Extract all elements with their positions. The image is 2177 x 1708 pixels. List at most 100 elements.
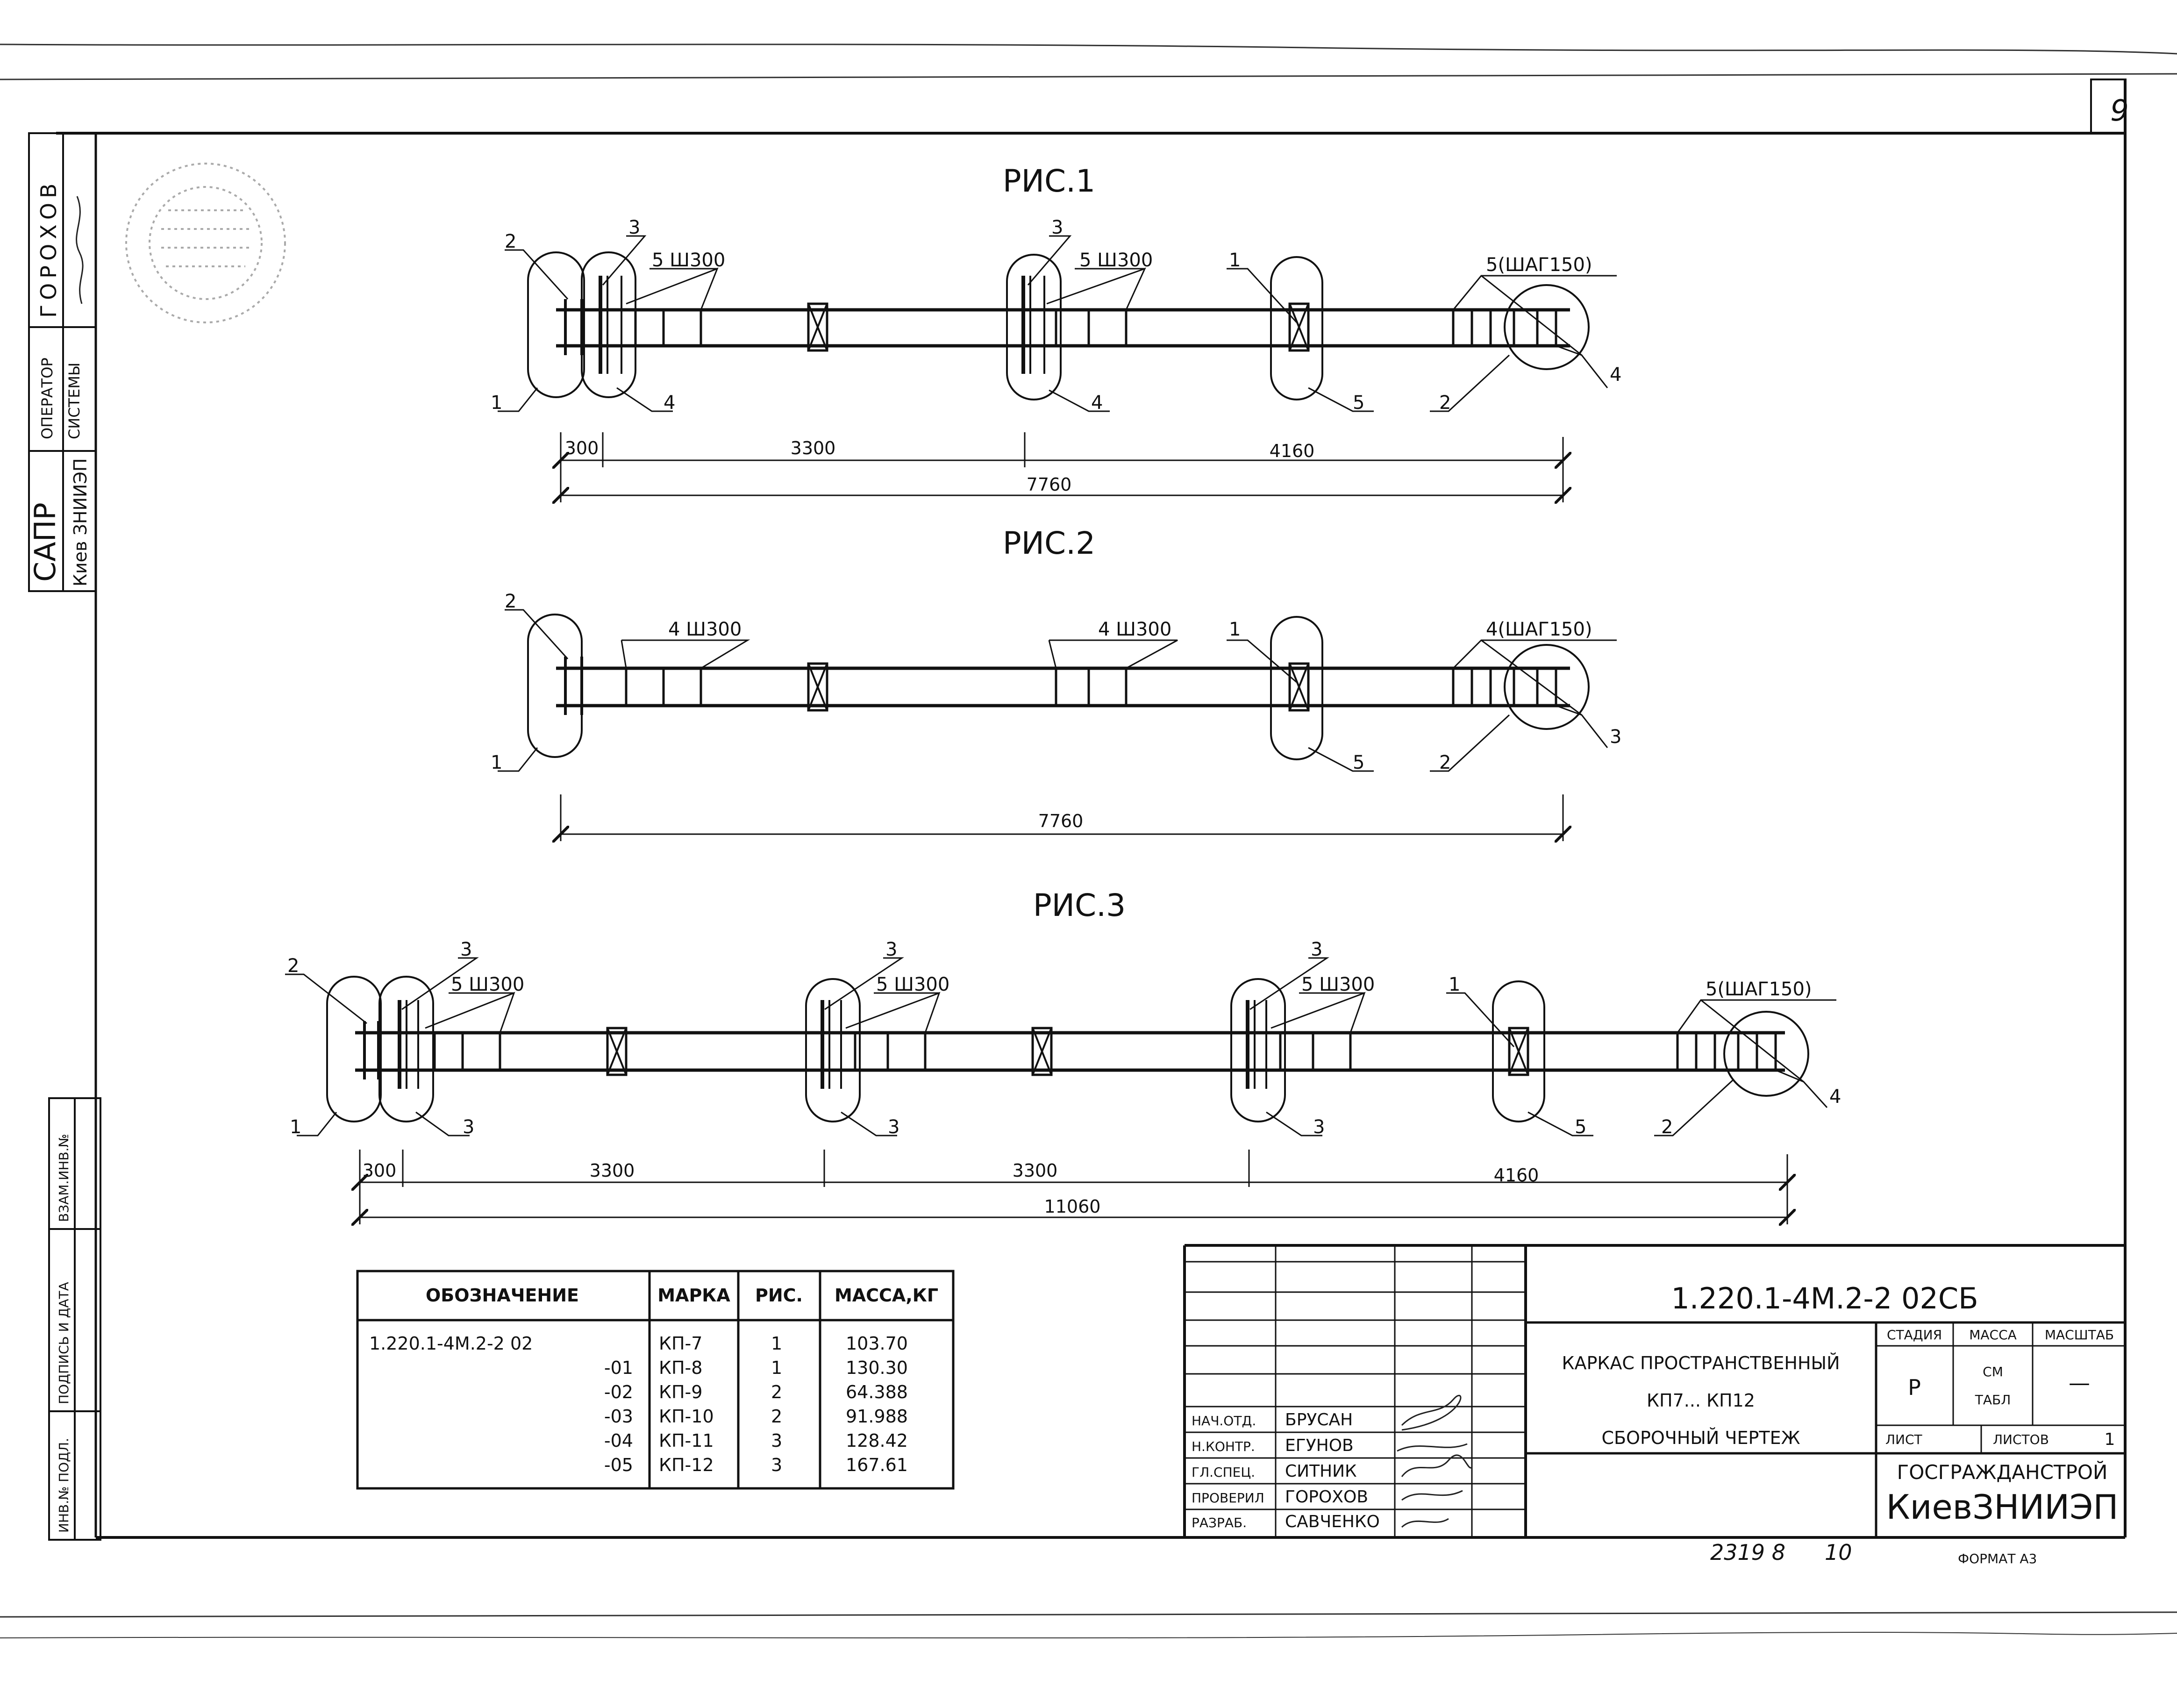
fig1-dim: 3300 (791, 438, 836, 458)
title-block (1183, 1244, 2125, 1537)
figure-1 (498, 235, 1617, 502)
fig3-label: 5 Ш300 (451, 974, 524, 995)
scale-header: МАСШТАБ (2045, 1327, 2114, 1343)
fig3-dim: 11060 (1044, 1196, 1101, 1217)
role-name: СИТНИК (1285, 1462, 1357, 1481)
spec-cell: 103.70 (846, 1333, 908, 1354)
fig2-label: 3 (1610, 726, 1621, 748)
spec-cell: 2 (771, 1406, 782, 1427)
fig3-dim: 4160 (1494, 1165, 1539, 1186)
role-name: ГОРОХОВ (1285, 1487, 1368, 1507)
kiev-label: Киев ЗНИИЭП (70, 458, 91, 586)
spec-cell: КП-12 (659, 1455, 714, 1475)
spec-cell: -05 (604, 1455, 633, 1475)
fig3-label: 2 (1661, 1116, 1673, 1138)
fig2-label: 1 (1229, 619, 1241, 640)
figure-2-title: РИС.2 (1003, 525, 1095, 561)
fig3-label: 4 (1829, 1086, 1841, 1108)
mass-header: МАССА (1969, 1327, 2017, 1343)
fig3-dim: 300 (363, 1160, 397, 1181)
system-label: СИСТЕМЫ (65, 363, 83, 439)
scale-value: — (2069, 1370, 2090, 1395)
fig1-label: 5 Ш300 (1079, 250, 1153, 271)
fig1-label: 2 (1439, 392, 1451, 414)
spec-cell: -01 (604, 1358, 633, 1378)
doc-name-line1: КАРКАС ПРОСТРАНСТВЕННЫЙ (1562, 1353, 1840, 1373)
figure-1-title: РИС.1 (1003, 163, 1095, 199)
sign-date-label: ПОДПИСЬ И ДАТА (56, 1282, 71, 1404)
operator-name: ГОРОХОВ (36, 179, 61, 318)
spec-cell: 2 (771, 1382, 782, 1402)
spec-cell: -02 (604, 1382, 633, 1402)
role-label: Н.КОНТР. (1192, 1439, 1255, 1454)
spec-cell: 3 (771, 1430, 782, 1451)
spec-header-designation: ОБОЗНАЧЕНИЕ (426, 1285, 579, 1306)
spec-cell: 128.42 (846, 1430, 908, 1451)
spec-cell: 64.388 (846, 1382, 908, 1402)
stage-value: Р (1908, 1375, 1921, 1400)
sheets-count: 1 (2105, 1430, 2115, 1449)
spec-cell: -03 (604, 1406, 633, 1427)
spec-table (356, 1270, 955, 1490)
figure-3 (285, 957, 1836, 1224)
fig2-label: 4 Ш300 (1098, 619, 1171, 640)
fig3-label: 3 (463, 1116, 474, 1138)
archive-sheet: 10 (1825, 1540, 1852, 1565)
archive-number: 2319 8 (1710, 1540, 1785, 1565)
spec-cell: 1.220.1-4М.2-2 02 (369, 1333, 533, 1354)
spec-cell: 1 (771, 1333, 782, 1354)
mass-value-line1: СМ (1983, 1364, 2003, 1379)
spec-cell: 91.988 (846, 1406, 908, 1427)
signatures (1397, 1394, 1473, 1528)
spec-cell: 3 (771, 1455, 782, 1475)
spec-cell: 1 (771, 1358, 782, 1378)
spec-header-mark: МАРКА (657, 1285, 730, 1306)
operator-label: ОПЕРАТОР (38, 357, 56, 439)
doc-name-line3: СБОРОЧНЫЙ ЧЕРТЕЖ (1601, 1428, 1800, 1448)
fig1-label: 1 (491, 392, 502, 414)
inv-no-label: ВЗАМ.ИНВ.№ (56, 1134, 71, 1222)
fig3-label: 5 (1575, 1116, 1586, 1138)
fig1-label: 5(ШАГ150) (1486, 254, 1592, 276)
fig1-dim: 4160 (1270, 441, 1315, 461)
fig3-label: 5 Ш300 (1301, 974, 1375, 995)
role-name: САВЧЕНКО (1285, 1512, 1380, 1531)
spec-cell: КП-9 (659, 1382, 702, 1402)
spec-cell: КП-7 (659, 1333, 702, 1354)
fig3-label: 5 Ш300 (876, 974, 949, 995)
fig3-label: 2 (287, 955, 299, 977)
fig3-label: 3 (1311, 939, 1322, 960)
fig3-label: 3 (460, 939, 472, 960)
fig1-label: 3 (1051, 217, 1063, 238)
fig1-dim: 300 (565, 438, 599, 458)
figure-2 (498, 609, 1617, 841)
fig1-label: 3 (628, 217, 640, 238)
spec-cell: 167.61 (846, 1455, 908, 1475)
fig3-label: 1 (290, 1116, 301, 1138)
approval-stamp (125, 163, 286, 323)
drawing-frame (56, 79, 2127, 1539)
scan-edges (0, 43, 2177, 1639)
spec-cell: КП-11 (659, 1430, 714, 1451)
operator-signature (76, 196, 84, 304)
fig3-label: 3 (888, 1116, 899, 1138)
inv-orig-label: ИНВ.№ ПОДЛ. (56, 1438, 71, 1533)
fig3-dim: 3300 (1013, 1160, 1058, 1181)
spec-cell: -04 (604, 1430, 633, 1451)
role-label: ПРОВЕРИЛ (1192, 1490, 1264, 1506)
mass-value-line2: ТАБЛ (1975, 1392, 2011, 1408)
sheet-label: ЛИСТ (1885, 1432, 1923, 1447)
format-label: ФОРМАТ А3 (1958, 1551, 2037, 1566)
fig2-label: 2 (1439, 752, 1451, 773)
fig2-label: 4 Ш300 (668, 619, 742, 640)
spec-cell: КП-8 (659, 1358, 702, 1378)
fig3-label: 3 (885, 939, 897, 960)
fig3-label: 3 (1313, 1116, 1325, 1138)
doc-name-line2: КП7... КП12 (1647, 1390, 1755, 1411)
sheets-label: ЛИСТОВ (1993, 1432, 2049, 1447)
fig1-label: 2 (505, 231, 516, 252)
role-label: РАЗРАБ. (1192, 1515, 1247, 1530)
org-line1: ГОСГРАЖДАНСТРОЙ (1897, 1460, 2108, 1484)
fig3-label: 5(ШАГ150) (1706, 979, 1812, 1000)
